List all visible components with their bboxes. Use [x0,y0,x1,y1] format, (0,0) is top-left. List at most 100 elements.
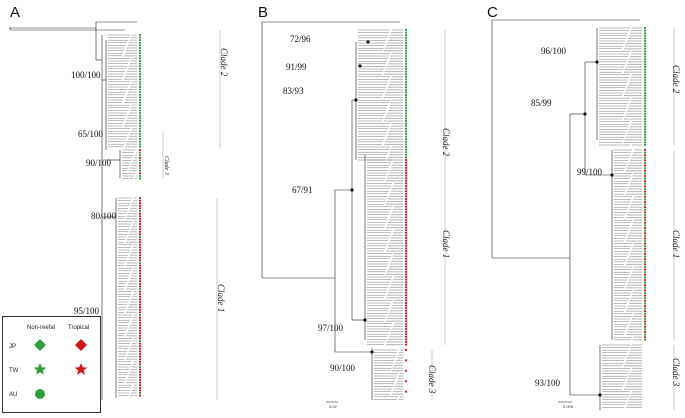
tree-c-clade3-tip-marker [643,356,647,360]
tree-c-clade1-tip-marker [643,338,647,341]
tree-a-clade1-tip-marker [138,303,142,306]
tree-b-clade2-tip-marker [404,28,408,32]
tree-a-clade1-tip-marker [138,267,142,270]
tree-c-clade1-tip-marker [643,232,647,235]
tree-b-clade2-tip-marker [404,41,408,45]
tree-c-clade1-tip-marker [643,156,647,159]
tree-a-clade2-tip-marker [138,143,142,146]
tree-c-clade1-tip-marker [643,265,647,269]
tree-a-clade2-tip-marker [138,83,142,86]
tree-c-clade1-tip-marker [643,317,647,321]
support-value-c3: 99/100 [577,167,603,177]
tree-a-clade2-tip-marker [138,70,142,73]
tree-c-clade1-tip-marker [643,154,647,157]
tree-c-clade3-tip-marker [643,380,647,383]
support-value-b5: 97/100 [318,323,344,333]
tree-c-clade2-tip-marker [643,128,647,131]
tree-c-clade3-tip-marker [643,346,647,349]
tree-a-clade2-tip-marker [138,135,142,138]
tree-c-clade1-tip-marker [643,278,647,282]
tree-a-clade1-tip-marker [138,293,142,296]
tree-b-clade1-tip-marker [404,197,408,201]
tree-c-clade3-tip-marker [643,351,647,354]
tree-b-clade1-tip-marker [404,304,408,307]
tree-a-clade2-tip-marker [138,80,142,83]
tree-c-clade3-tip-marker [643,398,647,401]
tree-a-clade1-tip-marker [138,254,142,257]
support-value-a2: 65/100 [78,129,104,139]
tree-c-clade1-tip-marker [643,276,647,279]
tree-b-clade2-tip-marker [404,145,408,149]
tree-a-clade1-tip-marker [138,321,142,324]
tree-b-clade1-tip-marker [404,252,408,255]
tree-c-clade2-tip-marker [643,71,647,74]
tree-a-clade2-tip-marker [138,75,142,78]
tree-b-node-dot [363,318,367,322]
tree-a-clade2-tip-marker [138,117,142,120]
tree-a-clade1-tip-marker [138,365,142,369]
tree-b-clade2-tip-marker [404,70,408,73]
tree-b-clade1-tip-marker [404,320,408,323]
tree-b-clade1-tip-marker [404,286,408,289]
tree-b-clade2-tip-marker [404,109,408,112]
tree-b-clade2-tip-marker [404,54,408,58]
tree-a-clade2-tip-marker [138,59,142,63]
tree-a-clade1-tip-marker [138,290,142,293]
tree-b-clade1-tip-marker [404,249,408,253]
tree-a-clade1-tip-marker [138,269,142,272]
tree-a-clade1-tip-marker [138,306,142,309]
tree-c-clade1-tip-marker [643,200,647,204]
tree-a-clade3-tip-marker [138,151,142,154]
tree-c-clade1-tip-marker [643,164,647,167]
tree-c-clade1-tip-marker [643,193,647,196]
tree-b-clade2-tip-marker [404,73,408,76]
tree-c-clade3-tip-marker [643,388,647,391]
tree-c-clade2-tip-marker [643,68,647,71]
tree-c-clade2-tip-marker [643,130,647,134]
tree-b-clade1-tip-marker [404,314,408,318]
tree-b-clade1-tip-marker [404,291,408,294]
tree-b-clade2-tip-marker [404,52,408,55]
tree-a-clade1-tip-marker [138,235,142,239]
tree-c-clade1-tip-marker [643,312,647,315]
tree-b-clade2-tip-marker [404,125,408,128]
tree-c-clade2-tip-marker [643,52,647,56]
tree-c-clade1-tip-marker [643,307,647,310]
clade-label-b3: Clade 3 [427,365,437,394]
tree-c-clade1-tip-marker [643,148,647,152]
tree-c-clade1-tip-marker [643,315,647,318]
tree-c-clade2-tip-marker [643,50,647,53]
tree-a-clade1-tip-marker [138,319,142,322]
tree-c-clade3-tip-marker [643,385,647,388]
tree-b-clade2-tip-marker [404,127,408,130]
tree-a-clade2-tip-marker [138,132,142,135]
legend-col-tropical: Tropical [68,325,90,331]
tree-c-clade1-tip-marker [643,208,647,211]
tree-b-clade1-tip-marker [404,229,408,232]
tree-b-clade1-tip-marker [404,221,408,224]
tree-c-clade3-tip-marker [643,369,647,373]
legend-row-au: AU [9,392,18,398]
tree-b-clade1-tip-marker [404,213,408,216]
tree-a-clade1-tip-marker [138,259,142,262]
tree-b-clade2-tip-marker [404,106,408,110]
tree-c-clade2-tip-marker [643,37,647,40]
tree-a-clade3-tip-marker [138,161,142,165]
clade-label-c3: Clade 3 [671,358,681,387]
tree-b-clade2-tip-marker [404,143,408,146]
tree-c-clade2-tip-marker [643,29,647,32]
tree-b-clade1-tip-marker [404,299,408,302]
tree-a-clade1-tip-marker [138,363,142,366]
tree-c-clade1-tip-marker [643,213,647,217]
support-value-b6: 90/100 [330,363,356,373]
tree-b-clade1-tip-marker [404,242,408,245]
tree-a-clade1-tip-marker [138,217,142,220]
tree-c-clade3-tip-marker [643,359,647,362]
support-value-c2: 85/99 [531,98,552,108]
tree-c-clade1-tip-marker [643,299,647,302]
tree-b-clade1-tip-marker [404,247,408,250]
tree-c-clade2-tip-marker [643,84,647,87]
tree-b-clade1-tip-marker [404,239,408,242]
tree-c-clade2-tip-marker [643,45,647,48]
